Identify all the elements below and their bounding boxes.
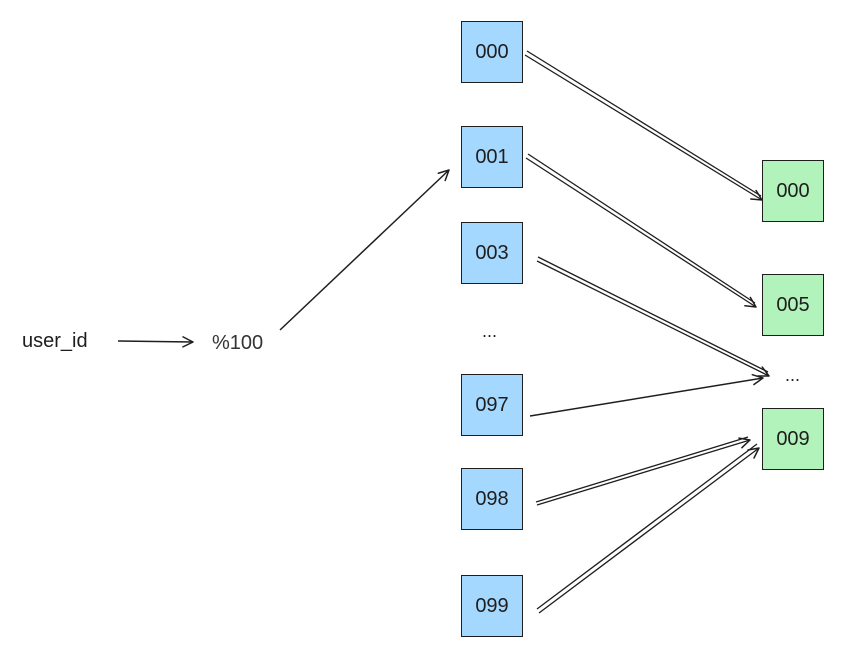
target-table-000: 000 [762,160,824,222]
mapping-arrow-097-to-ellipsis [529,373,764,417]
mapping-arrow-098-to-009 [535,436,751,506]
source-table-097: 097 [461,374,523,436]
mapping-arrow-000-to-000 [524,50,763,201]
source-ellipsis: ... [482,321,498,341]
target-table-005: 005 [762,274,824,336]
mapping-arrow-099-to-009 [536,443,760,614]
source-table-000: 000 [461,21,523,83]
modulo-operation-label: %100 [212,332,264,354]
source-table-label: 097 [475,393,509,416]
source-table-label: 000 [475,40,509,63]
target-table-label: 009 [776,427,810,450]
target-ellipsis: ... [785,365,801,385]
source-table-label: 001 [475,145,509,168]
arrow-mod-to-source-001 [279,169,450,331]
mapping-arrow-001-to-005 [525,153,757,308]
source-table-label: 098 [475,487,509,510]
source-table-label: 099 [475,594,509,617]
target-table-009: 009 [762,408,824,470]
source-table-label: 003 [475,241,509,264]
target-table-label: 005 [776,293,810,316]
source-table-001: 001 [461,126,523,188]
arrow-userid-to-mod [117,336,194,348]
source-table-003: 003 [461,222,523,284]
source-table-098: 098 [461,468,523,530]
source-table-099: 099 [461,575,523,637]
mapping-arrow-003-to-ellipsis [536,256,770,377]
input-label: user_id [22,330,88,352]
target-table-label: 000 [776,179,810,202]
